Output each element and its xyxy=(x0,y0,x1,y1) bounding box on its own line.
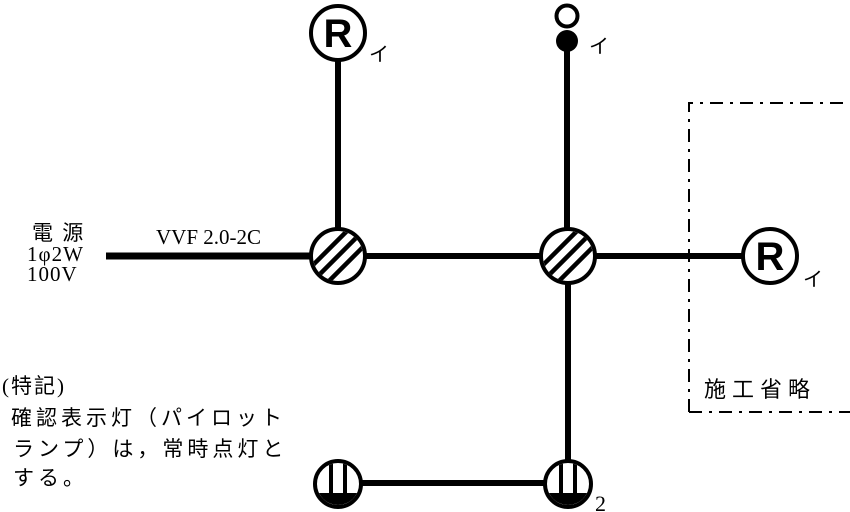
joint-box-b xyxy=(539,227,597,285)
lamp-receptacle-right-letter: R xyxy=(756,235,785,279)
outlet-left-icon xyxy=(313,459,363,509)
lamp-receptacle-right-icon: R xyxy=(741,227,799,285)
power-source-voltage: 100V xyxy=(27,262,78,286)
outlet-right-icon xyxy=(543,459,593,509)
pilot-lamp-icon xyxy=(554,3,580,29)
cable-label: VVF 2.0-2C xyxy=(156,225,261,249)
outlet-count-label: 2 xyxy=(595,491,606,512)
lamp-receptacle-right-circuit-label: イ xyxy=(803,269,823,291)
note-line-3: する。 xyxy=(13,466,88,490)
switch-circuit-label: イ xyxy=(589,36,609,58)
construction-omitted-box xyxy=(688,102,850,413)
special-note: (特記) 確認表示灯（パイロット ランプ）は，常時点灯と する。 xyxy=(2,374,287,490)
switch-icon xyxy=(556,30,578,52)
note-heading: (特記) xyxy=(2,374,66,398)
lamp-receptacle-top-icon: R xyxy=(309,4,367,62)
power-source-system: 1φ2W xyxy=(27,242,84,266)
construction-omitted-label: 施工省略 xyxy=(704,377,816,402)
lamp-receptacle-top-circuit-label: イ xyxy=(369,44,389,66)
power-source-title: 電 源 xyxy=(32,221,85,245)
lamp-receptacle-top-letter: R xyxy=(324,12,353,56)
joint-box-a xyxy=(309,227,367,285)
note-line-2: ランプ）は，常時点灯と xyxy=(13,437,287,461)
note-line-1: 確認表示灯（パイロット xyxy=(11,406,286,430)
